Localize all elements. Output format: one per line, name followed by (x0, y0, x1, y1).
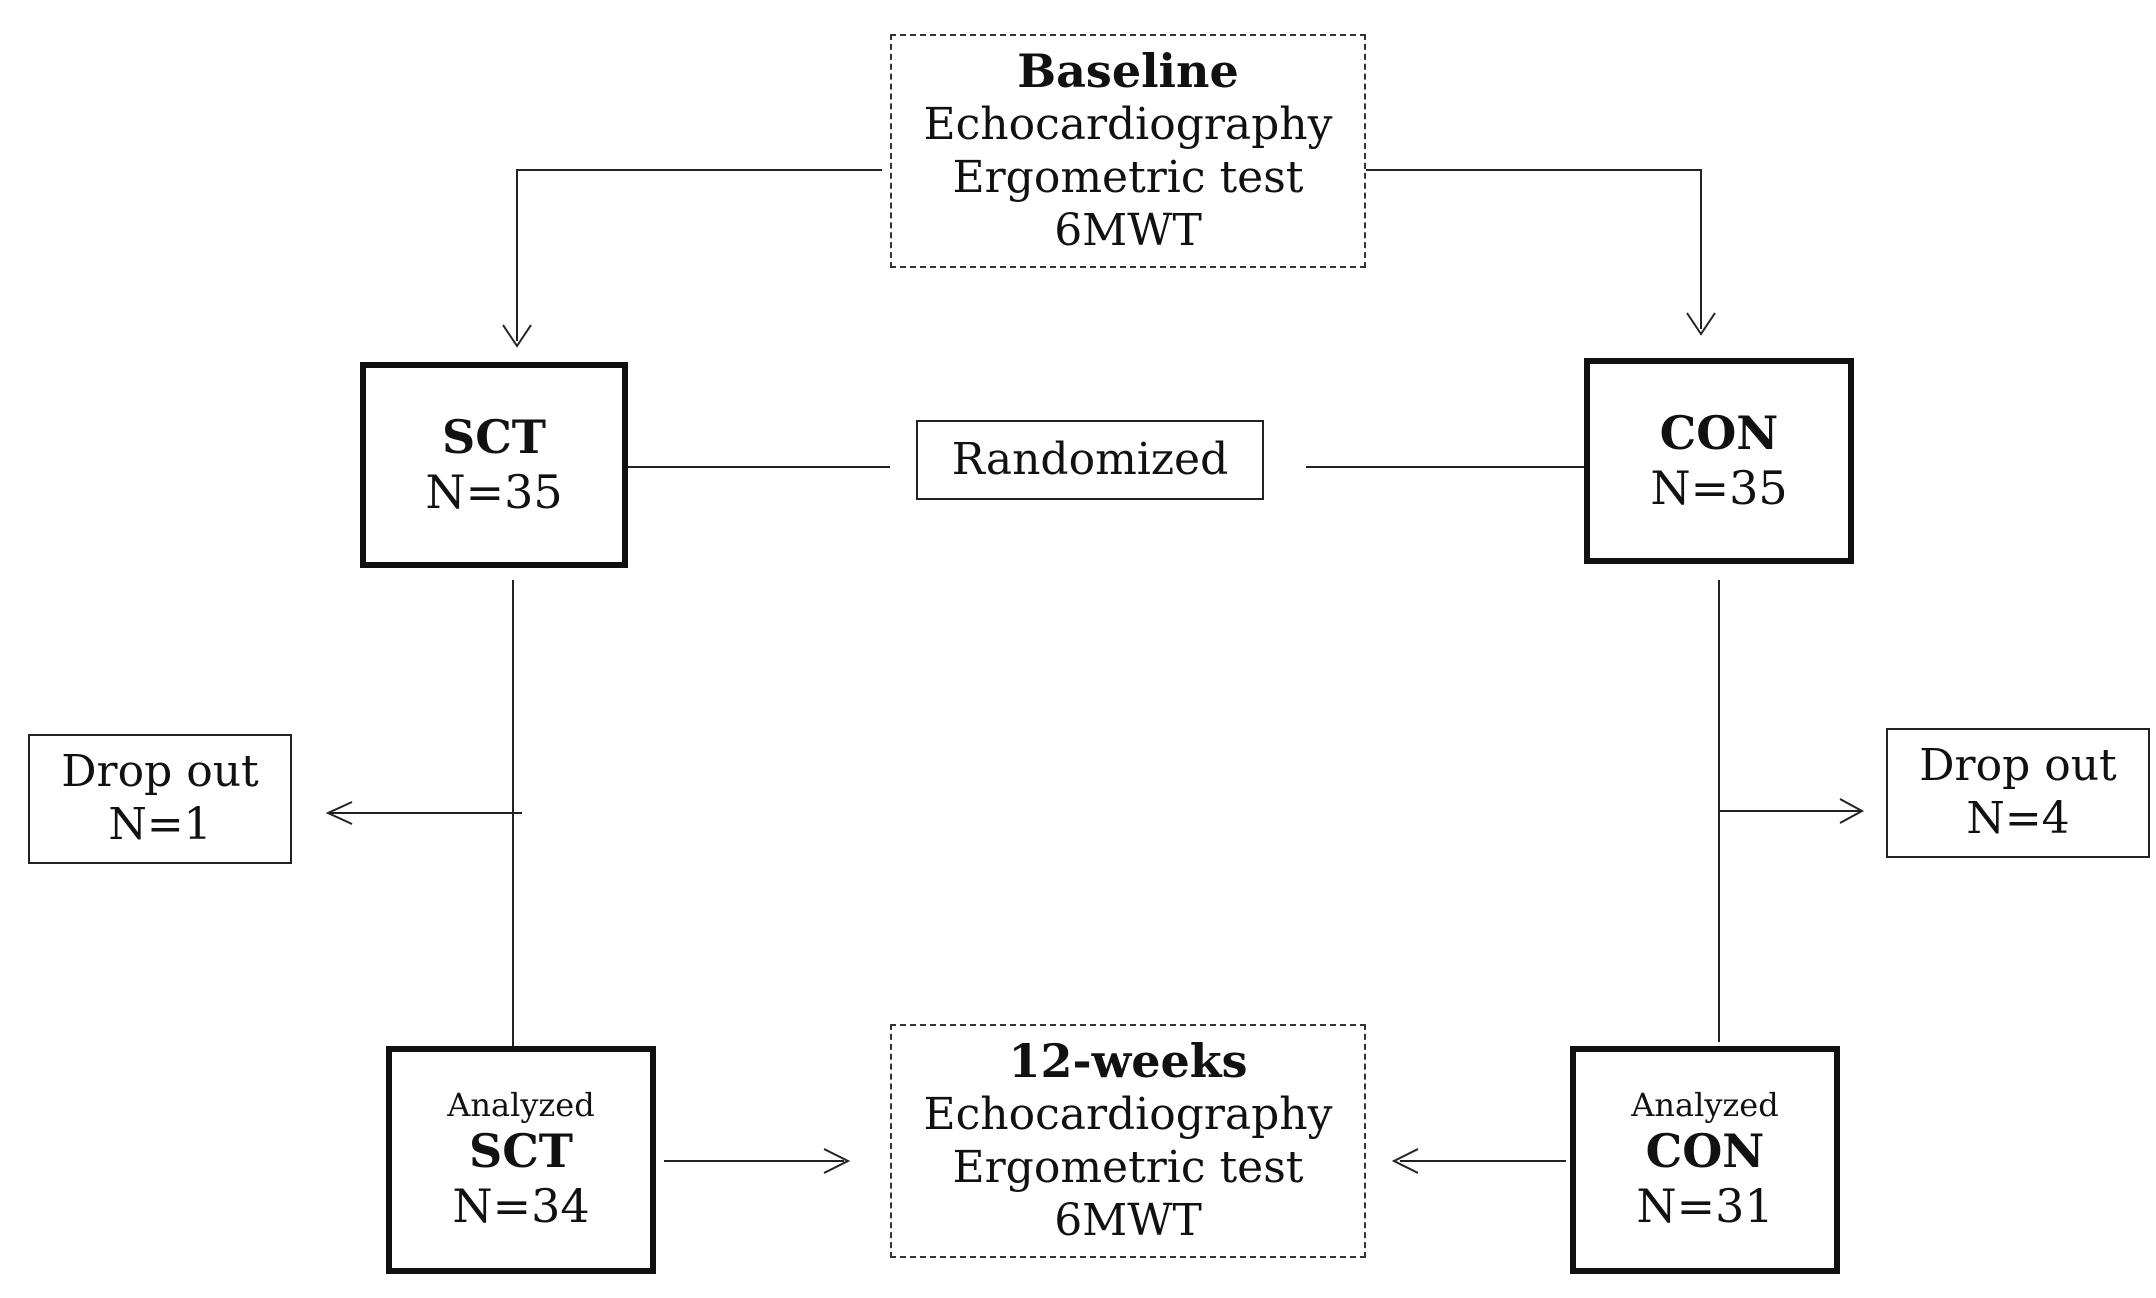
arrowhead-right-dropout (1839, 798, 1865, 824)
analyzed-sct-caption: Analyzed (447, 1085, 595, 1124)
dropout-right-box: Drop out N=4 (1886, 728, 2150, 858)
connector-randomized-con (1306, 466, 1584, 468)
followup-item: Ergometric test (952, 1142, 1304, 1194)
connector-baseline-left-down (516, 169, 518, 341)
analyzed-sct-box: Analyzed SCT N=34 (386, 1046, 656, 1274)
arrowhead-right-followup (823, 1148, 851, 1174)
analyzed-sct-count: N=34 (452, 1179, 590, 1234)
randomized-box: Randomized (916, 420, 1264, 500)
randomized-label: Randomized (951, 433, 1229, 485)
arrowhead-down-left (502, 324, 532, 348)
analyzed-con-label: CON (1645, 1124, 1765, 1178)
analyzed-con-caption: Analyzed (1631, 1085, 1779, 1124)
arrowhead-left-followup (1391, 1148, 1419, 1174)
dropout-right-count: N=4 (1966, 793, 2070, 844)
connector-baseline-left (516, 169, 882, 171)
connector-analyzed-sct-followup (664, 1160, 844, 1162)
dropout-left-label: Drop out (61, 746, 259, 798)
con-group-box: CON N=35 (1584, 358, 1854, 564)
analyzed-sct-label: SCT (468, 1124, 574, 1178)
connector-baseline-right-down (1700, 169, 1702, 329)
followup-box: 12-weeks Echocardiography Ergometric tes… (890, 1024, 1366, 1258)
followup-title: 12-weeks (1008, 1034, 1248, 1089)
arrowhead-left-dropout (325, 801, 353, 825)
dropout-left-box: Drop out N=1 (28, 734, 292, 864)
connector-sct-randomized (628, 466, 890, 468)
analyzed-con-count: N=31 (1636, 1179, 1774, 1234)
sct-count: N=35 (425, 465, 563, 519)
followup-item: Echocardiography (923, 1089, 1333, 1141)
analyzed-con-box: Analyzed CON N=31 (1570, 1046, 1840, 1274)
connector-sct-dropout (330, 812, 522, 814)
connector-con-dropout (1718, 810, 1860, 812)
baseline-item: 6MWT (1054, 204, 1202, 256)
dropout-left-count: N=1 (108, 799, 212, 850)
baseline-title: Baseline (1017, 44, 1239, 99)
dropout-right-label: Drop out (1919, 740, 2117, 792)
arrowhead-down-right (1686, 312, 1716, 336)
baseline-item: Echocardiography (923, 99, 1333, 151)
baseline-item: Ergometric test (952, 152, 1304, 204)
sct-label: SCT (441, 409, 547, 464)
baseline-box: Baseline Echocardiography Ergometric tes… (890, 34, 1366, 268)
connector-baseline-right (1364, 169, 1702, 171)
followup-item: 6MWT (1054, 1194, 1202, 1246)
con-count: N=35 (1650, 461, 1788, 515)
con-label: CON (1659, 405, 1779, 460)
sct-group-box: SCT N=35 (360, 362, 628, 568)
connector-analyzed-con-followup (1400, 1160, 1566, 1162)
